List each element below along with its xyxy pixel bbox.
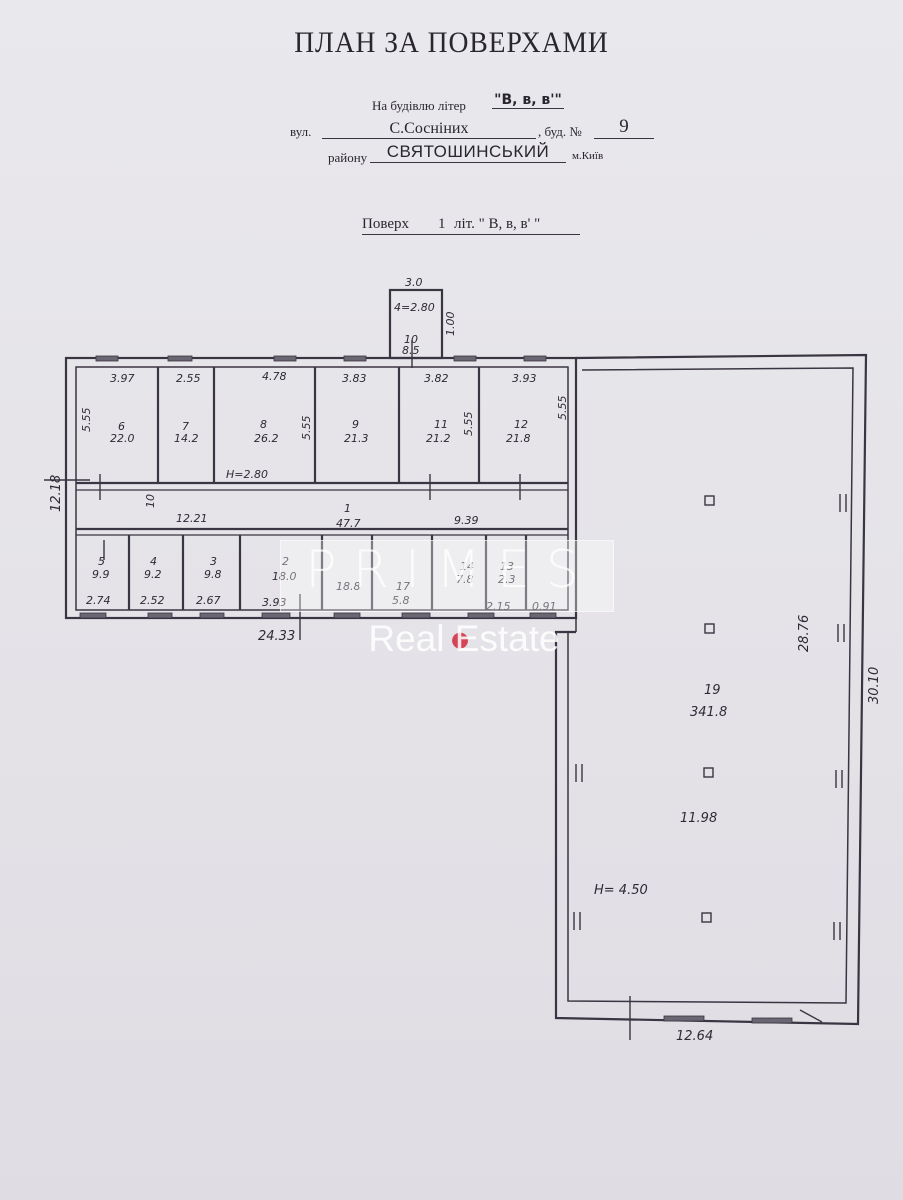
room-12-area: 21.8: [506, 432, 531, 445]
room-19-id: 19: [704, 683, 721, 698]
room-11-area: 21.2: [426, 432, 451, 445]
district-value: СВЯТОШИНСЬКИЙ: [370, 142, 566, 163]
dim-entry-area: 4=2.80: [394, 301, 435, 314]
dim-corridor-left: 12.21: [176, 512, 208, 525]
room-4-id: 4: [150, 555, 157, 568]
room-8-area: 26.2: [254, 432, 279, 445]
floor-underline: [362, 234, 580, 235]
hall-outer-wall: [554, 353, 868, 1026]
street-value: С.Сосніних: [322, 120, 536, 139]
watermark-panel: [280, 540, 614, 612]
height-label-hall: H= 4.50: [594, 883, 648, 898]
dim-upper-4: 3.83: [342, 372, 367, 385]
room-3-id: 3: [210, 555, 217, 568]
room-9-area: 21.3: [344, 432, 369, 445]
dim-left-total: 12.18: [49, 475, 64, 512]
dim-corridor-right: 9.39: [454, 514, 479, 527]
dim-top-width: 3.0: [405, 276, 423, 289]
dim-hall-depth-outer: 30.10: [867, 667, 882, 704]
room-5-area: 9.9: [92, 568, 110, 581]
city-label: м.Київ: [572, 150, 604, 162]
floor-value: 1: [438, 216, 446, 232]
room-2-area: 18.0: [272, 570, 297, 583]
room-9-id: 9: [352, 418, 359, 431]
room-1-area: 47.7: [336, 517, 361, 530]
room-19-area: 341.8: [690, 705, 727, 720]
hall-inner-wall: [567, 367, 854, 1004]
room-2-id: 2: [282, 555, 289, 568]
room-8-id: 8: [260, 418, 267, 431]
room-12-id: 12: [514, 418, 528, 431]
dim-lower-5: 2.15: [486, 600, 511, 613]
dim-lower-3: 2.67: [196, 594, 221, 607]
dim-room12-depth: 5.55: [556, 396, 569, 421]
watermark-subtitle: ●: [330, 618, 590, 660]
room-14-area: 7.8: [456, 573, 474, 586]
room-5-id: 5: [98, 555, 105, 568]
street-label: вул.: [290, 124, 312, 139]
dim-bottom-total: 24.33: [258, 629, 295, 644]
dim-upper-6: 3.93: [512, 372, 537, 385]
dim-upper-2: 2.55: [176, 372, 201, 385]
dim-hall-depth-inner: 28.76: [797, 615, 812, 652]
floor-label: Поверх: [362, 216, 409, 232]
building-value: 9: [594, 116, 654, 139]
room-7-area: 14.2: [174, 432, 199, 445]
letter-value: "В, в, в'": [492, 92, 564, 109]
dim-upper-1: 3.97: [110, 372, 135, 385]
building-label: , буд. №: [538, 124, 582, 139]
dim-hall-width: 11.98: [680, 811, 717, 826]
letter-label: На будівлю літер: [372, 98, 466, 113]
room-14-id: 14: [460, 560, 474, 573]
room-10-area: 8.5: [402, 344, 420, 357]
dim-room11-depth: 5.55: [462, 412, 475, 437]
room-1-id: 1: [344, 502, 351, 515]
dim-entry-side: 1.00: [444, 312, 457, 337]
room-4-area: 9.2: [144, 568, 162, 581]
room-13-area: 2.3: [498, 573, 516, 586]
dim-lower-6: 0.91: [532, 600, 557, 613]
page-title: ПЛАН ЗА ПОВЕРХАМИ: [294, 26, 609, 59]
watermark-dot-icon: ●: [448, 618, 472, 659]
dim-lower-1: 2.74: [86, 594, 111, 607]
room-17-area: 5.8: [392, 594, 410, 607]
district-label: району: [328, 150, 368, 165]
watermark-brand: PRIMES: [305, 540, 595, 600]
watermark-subtitle-text: Real Estate: [368, 618, 560, 659]
room-17-id: 17: [396, 580, 410, 593]
dim-upper-5: 3.82: [424, 372, 449, 385]
room-13-id: 13: [500, 560, 514, 573]
dim-upper-3: 4.78: [262, 370, 287, 383]
dim-left-depth: 5.55: [80, 408, 93, 433]
room-3-area: 9.8: [204, 568, 222, 581]
room-11-id: 11: [434, 418, 448, 431]
dim-lower-2: 2.52: [140, 594, 165, 607]
room-6-id: 6: [118, 420, 125, 433]
room-6-area: 22.0: [110, 432, 135, 445]
height-label-left: H=2.80: [226, 468, 268, 481]
corridor-small-area: 18.8: [336, 580, 361, 593]
dim-room8-depth: 5.55: [300, 416, 313, 441]
room-7-id: 7: [182, 420, 189, 433]
floor-letter: літ. " В, в, в' ": [454, 216, 541, 232]
dim-hall-bottom: 12.64: [676, 1029, 713, 1044]
corridor-mark: 10: [144, 494, 157, 508]
room-10-id: 10: [404, 333, 418, 346]
